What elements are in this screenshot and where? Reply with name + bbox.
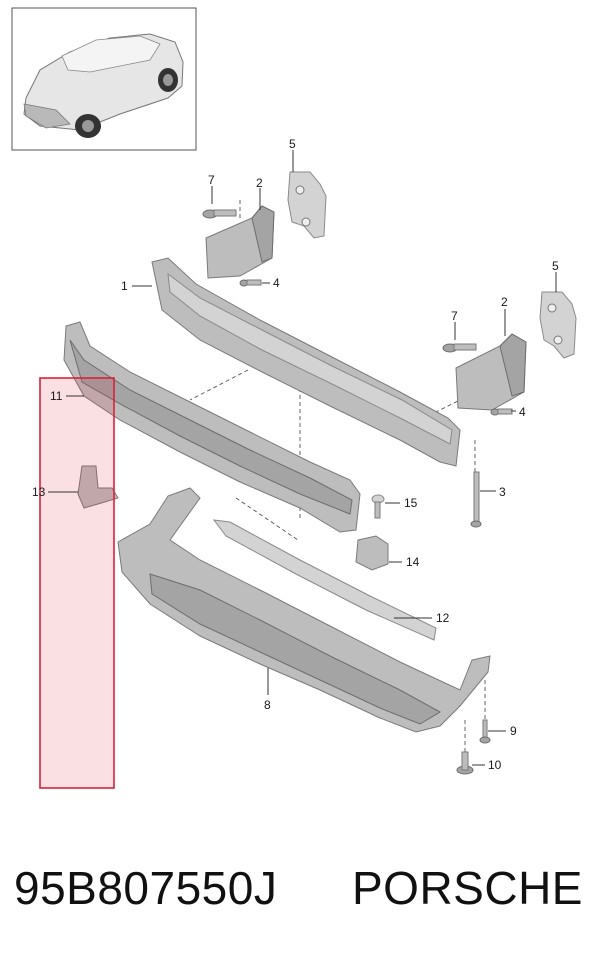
screw-part-10 bbox=[456, 751, 474, 775]
stud-part-3 bbox=[470, 471, 482, 528]
callout-labels: 1 2 2 3 4 4 5 5 7 7 8 9 10 11 12 13 14 1… bbox=[32, 137, 559, 772]
highlight-box bbox=[39, 377, 115, 789]
car-illustration bbox=[23, 33, 184, 138]
bumper-beam-part-1 bbox=[151, 257, 461, 467]
callout-13: 13 bbox=[32, 485, 46, 499]
callout-4b: 4 bbox=[519, 405, 526, 419]
callout-5b: 5 bbox=[552, 259, 559, 273]
brand-name: PORSCHE bbox=[352, 862, 583, 914]
part-number: 95B807550J bbox=[14, 862, 278, 914]
callout-2b: 2 bbox=[501, 295, 508, 309]
callout-7a: 7 bbox=[208, 173, 215, 187]
callout-5a: 5 bbox=[289, 137, 296, 151]
callout-4a: 4 bbox=[273, 276, 280, 290]
callout-2a: 2 bbox=[256, 176, 263, 190]
bracket-part-13 bbox=[77, 465, 119, 509]
callout-12: 12 bbox=[436, 611, 450, 625]
bolt-part-4-left bbox=[239, 279, 262, 287]
bracket-part-5-left bbox=[287, 171, 327, 239]
footer: 95B807550J PORSCHE bbox=[0, 858, 600, 928]
grille-strip-part-12 bbox=[212, 519, 437, 641]
callout-11: 11 bbox=[50, 389, 63, 403]
lower-cover-part-8 bbox=[117, 487, 491, 733]
clip-part-14 bbox=[355, 535, 389, 571]
crash-box-part-2-right bbox=[455, 333, 527, 411]
callout-8: 8 bbox=[264, 698, 271, 712]
screw-part-15 bbox=[371, 494, 385, 519]
callout-9: 9 bbox=[510, 724, 517, 738]
bolt-part-4-right bbox=[490, 408, 513, 416]
bolt-part-7-right bbox=[442, 343, 477, 353]
vehicle-thumbnail bbox=[11, 7, 197, 151]
callout-3: 3 bbox=[499, 485, 506, 499]
screw-part-9 bbox=[479, 719, 491, 744]
crash-box-part-2-left bbox=[205, 205, 275, 279]
leader-lines bbox=[48, 150, 557, 766]
bracket-part-5-right bbox=[539, 291, 577, 359]
callout-15: 15 bbox=[404, 496, 418, 510]
callout-14: 14 bbox=[406, 555, 420, 569]
callout-7b: 7 bbox=[451, 309, 458, 323]
callout-10: 10 bbox=[488, 758, 502, 772]
callout-1: 1 bbox=[121, 279, 128, 293]
bolt-part-7-left bbox=[202, 209, 237, 219]
